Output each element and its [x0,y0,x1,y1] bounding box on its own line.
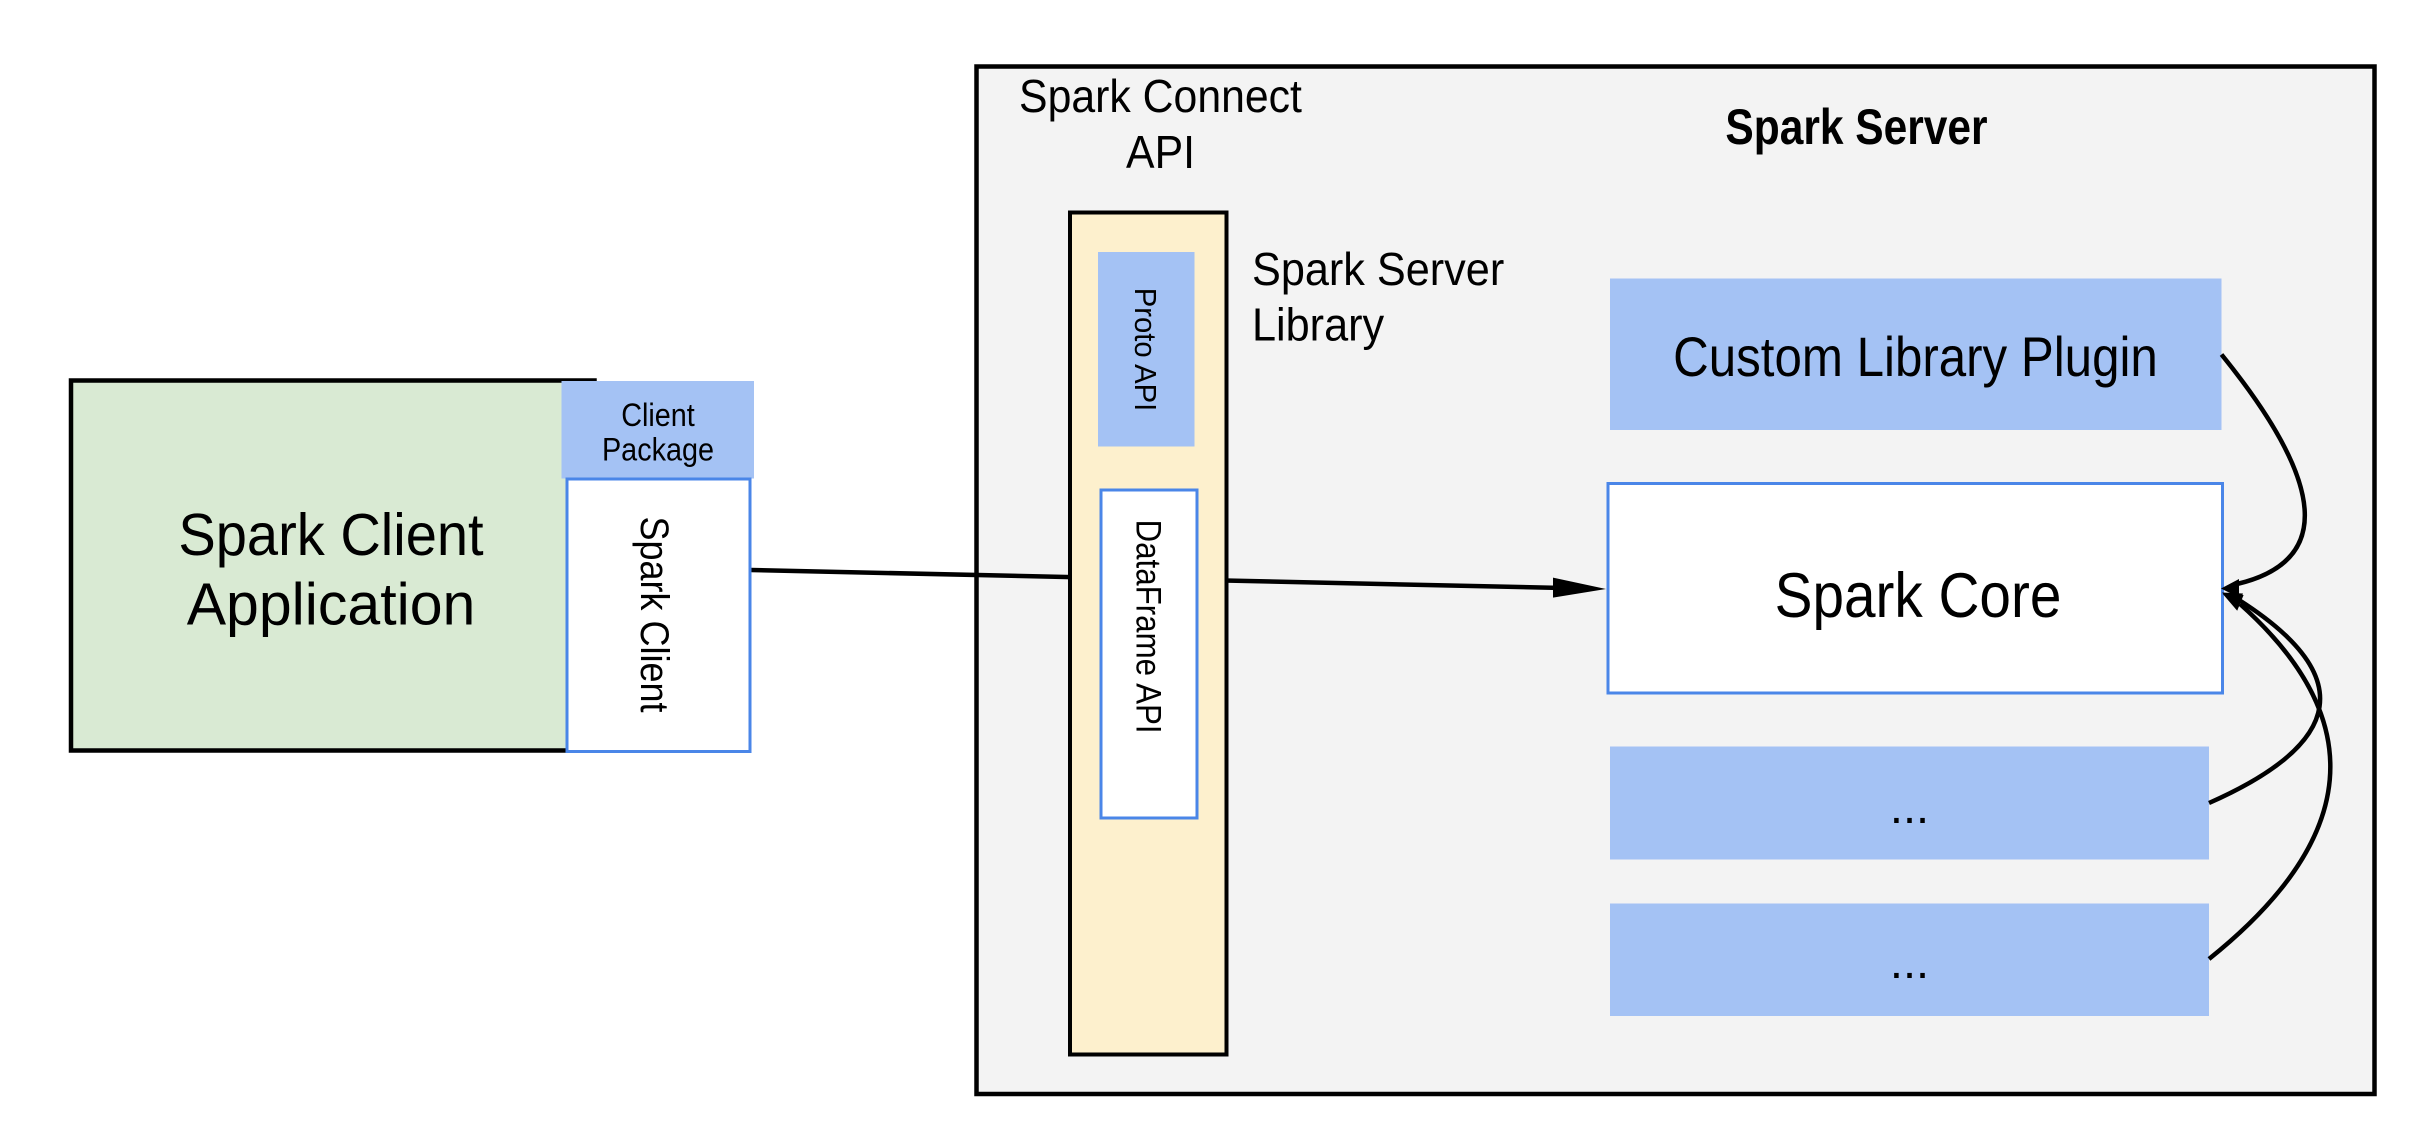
svg-text:Application: Application [187,572,476,638]
svg-text:Proto API: Proto API [1128,288,1162,412]
svg-text:Spark Connect: Spark Connect [1019,72,1303,123]
svg-text:...: ... [1890,935,1929,988]
svg-text:Spark Server: Spark Server [1252,245,1504,295]
svg-text:Spark Client: Spark Client [632,516,676,712]
svg-text:Package: Package [602,432,714,468]
svg-text:Library: Library [1252,300,1385,350]
svg-text:DataFrame API: DataFrame API [1128,519,1167,733]
svg-text:Client: Client [621,398,695,434]
svg-text:API: API [1126,128,1195,179]
svg-text:Spark Server: Spark Server [1725,99,1987,155]
svg-text:Custom Library Plugin: Custom Library Plugin [1673,326,2158,389]
svg-text:Spark Core: Spark Core [1775,560,2062,630]
svg-text:Spark Client: Spark Client [178,503,483,569]
svg-text:...: ... [1890,780,1929,833]
